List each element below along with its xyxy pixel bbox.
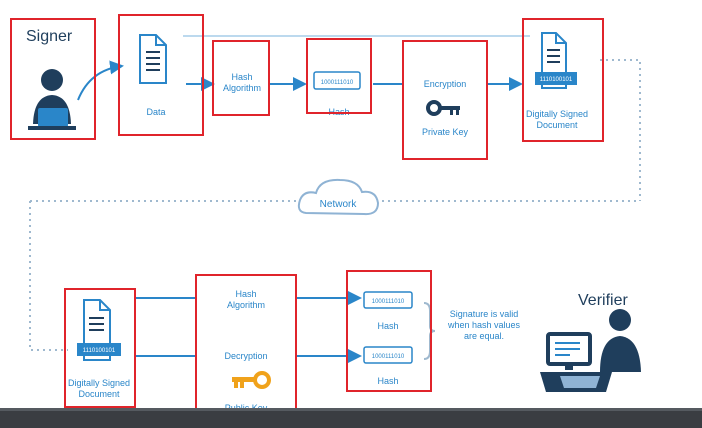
bottom-hash2-code: 1000111010 (372, 354, 405, 360)
bottom-signed-doc-label: Digitally Signed Document (67, 378, 131, 399)
network-label: Network (320, 199, 358, 210)
taskbar (0, 408, 702, 428)
private-key-label: Private Key (421, 127, 469, 137)
bottom-hash-algorithm-label: Hash Algorithm (196, 289, 296, 311)
private-key-icon (426, 100, 460, 116)
verification-ops-highlight-box (195, 274, 297, 424)
top-signed-doc-highlight-box (522, 18, 604, 142)
equality-bracket (423, 302, 436, 360)
bottom-signed-code: 1110100101 (83, 348, 116, 354)
data-highlight-box (118, 14, 204, 136)
encryption-highlight-box (402, 40, 488, 160)
network-cloud-icon (297, 178, 380, 216)
top-hash-code: 1000111010 (321, 80, 354, 86)
verifier-title: Verifier (578, 292, 628, 309)
bottom-signed-document-icon (77, 299, 121, 361)
signer-title: Signer (26, 28, 73, 45)
bottom-hash1-label: Hash (377, 321, 399, 331)
top-hash-code-box (313, 71, 361, 90)
bottom-signed-doc-highlight-box (64, 288, 136, 408)
signature-valid-note: Signature is valid when hash values are … (447, 309, 521, 341)
decryption-label: Decryption (206, 351, 286, 362)
signer-avatar-icon (28, 69, 76, 130)
top-signed-code: 1110100101 (540, 77, 573, 83)
top-signed-document-icon (535, 32, 577, 89)
data-label: Data (146, 107, 166, 117)
top-signed-doc-label: Digitally Signed Document (525, 109, 589, 130)
taskbar-edge (0, 408, 702, 411)
bottom-hashes-highlight-box (346, 270, 432, 392)
right-dotted-connector (600, 59, 641, 201)
data-document-icon (139, 34, 167, 84)
bottom-hash1-code: 1000111010 (372, 299, 405, 305)
encryption-label: Encryption (404, 79, 486, 90)
top-hash-algorithm-label: Hash Algorithm (222, 72, 261, 93)
bottom-hash2-label: Hash (377, 376, 399, 386)
signer-highlight-box (10, 18, 96, 140)
hash-algorithm-highlight-box (212, 40, 270, 116)
hash-highlight-box (306, 38, 372, 114)
public-key-icon (232, 371, 271, 389)
bottom-hash1-code-box (363, 291, 413, 309)
bottom-hash2-code-box (363, 346, 413, 364)
verifier-avatar-icon (540, 309, 641, 392)
left-dotted-connector (29, 201, 68, 351)
